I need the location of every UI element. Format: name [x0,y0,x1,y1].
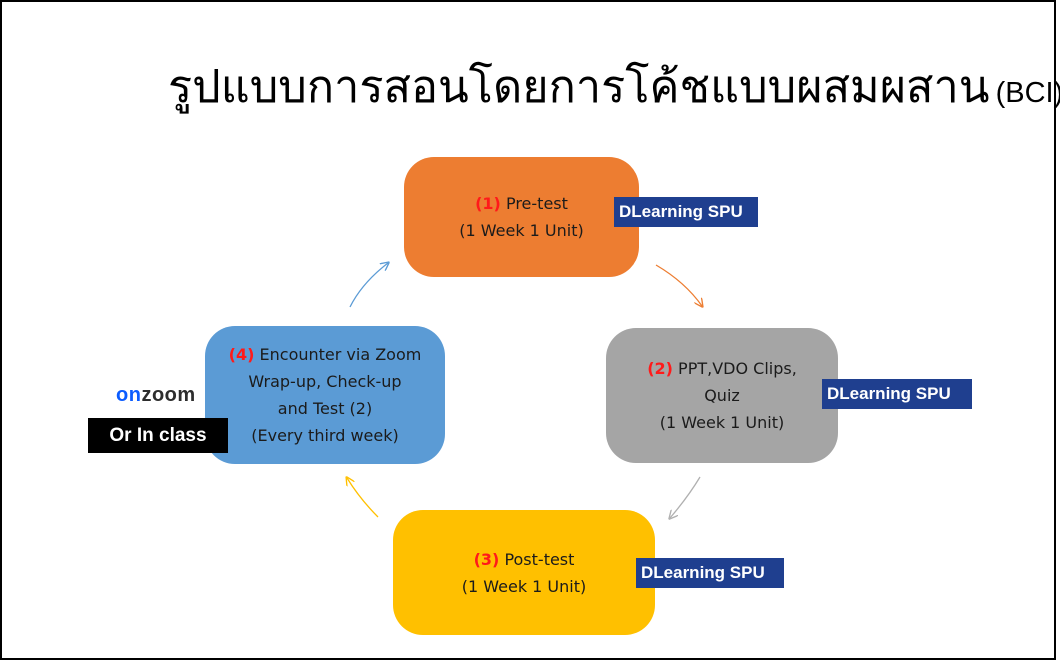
step-4-line2: Wrap-up, Check-up [248,372,402,391]
step-3-number: (3) [473,549,500,569]
onzoom-logo: onzoom [116,384,196,407]
step-2-line3: (1 Week 1 Unit) [659,413,785,432]
step-1-heading: (1) Pre-test [475,190,568,217]
title-suffix: (BCI) [995,77,1060,109]
step-2-heading: (2) PPT,VDO Clips, [647,355,797,382]
step-2-box: (2) PPT,VDO Clips, Quiz (1 Week 1 Unit) [606,328,838,463]
step-4-box: (4) Encounter via Zoom Wrap-up, Check-up… [205,326,445,464]
in-class-label: Or In class [88,418,228,453]
dlearning-tag-3: DLearning SPU [636,558,784,588]
title-thai: รูปแบบการสอนโดยการโค้ชแบบผสมผสาน [168,60,990,113]
step-3-heading: (3) Post-test [474,546,575,573]
zoom-logo-on: on [116,384,142,406]
step-4-number: (4) [228,345,255,364]
step-3-line1: Post-test [504,549,575,569]
step-1-number: (1) [475,194,501,213]
step-3-box: (3) Post-test (1 Week 1 Unit) [393,510,655,635]
step-4-heading: (4) Encounter via Zoom [229,341,422,368]
step-1-line1: Pre-test [505,194,568,213]
slide-title: รูปแบบการสอนโดยการโค้ชแบบผสมผสาน(BCI) [168,62,1060,112]
step-4-line1: Encounter via Zoom [259,345,422,364]
step-1-line2: (1 Week 1 Unit) [459,221,584,240]
dlearning-tag-2: DLearning SPU [822,379,972,409]
step-3-line2: (1 Week 1 Unit) [461,576,587,596]
zoom-logo-zoom: zoom [141,384,196,406]
dlearning-tag-1: DLearning SPU [614,197,758,227]
step-1-box: (1) Pre-test (1 Week 1 Unit) [404,157,639,277]
step-4-line3: and Test (2) [277,399,373,418]
step-2-line2: Quiz [704,386,740,405]
step-2-number: (2) [647,359,673,378]
step-2-line1: PPT,VDO Clips, [678,359,797,378]
step-4-line4: (Every third week) [251,426,399,445]
